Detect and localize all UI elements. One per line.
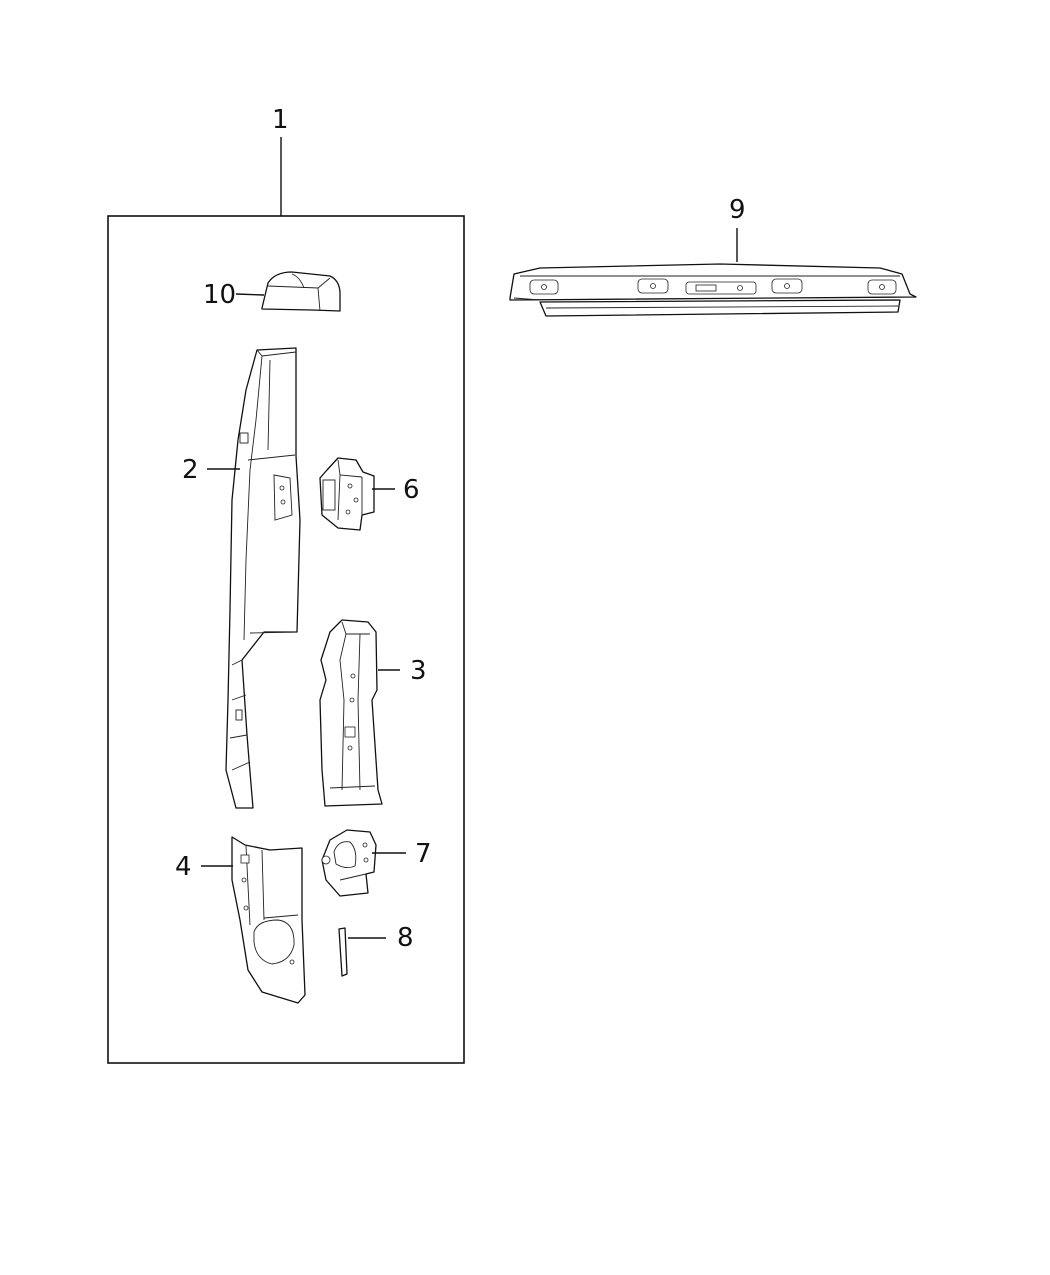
callout-2[interactable]: 2 — [182, 455, 199, 485]
part-7-reinforcement[interactable] — [321, 829, 377, 897]
callout-6[interactable]: 6 — [403, 475, 420, 505]
callout-1[interactable]: 1 — [272, 105, 289, 135]
part-8-strip[interactable] — [338, 927, 348, 977]
callout-7[interactable]: 7 — [415, 839, 432, 869]
callout-8[interactable]: 8 — [397, 923, 414, 953]
part-4-lower-panel[interactable] — [231, 836, 306, 1004]
part-2-pillar[interactable] — [225, 347, 301, 809]
part-3-inner-panel[interactable] — [319, 619, 383, 807]
callout-4[interactable]: 4 — [175, 852, 192, 882]
part-10-cap[interactable] — [261, 271, 341, 312]
callout-10-leader — [235, 293, 265, 296]
callout-3[interactable]: 3 — [410, 656, 427, 686]
part-9-header-bar[interactable] — [509, 263, 917, 317]
assembly-frame — [107, 215, 465, 1064]
part-6-bracket[interactable] — [319, 457, 375, 531]
callout-9[interactable]: 9 — [729, 195, 746, 225]
callout-10[interactable]: 10 — [203, 280, 236, 310]
